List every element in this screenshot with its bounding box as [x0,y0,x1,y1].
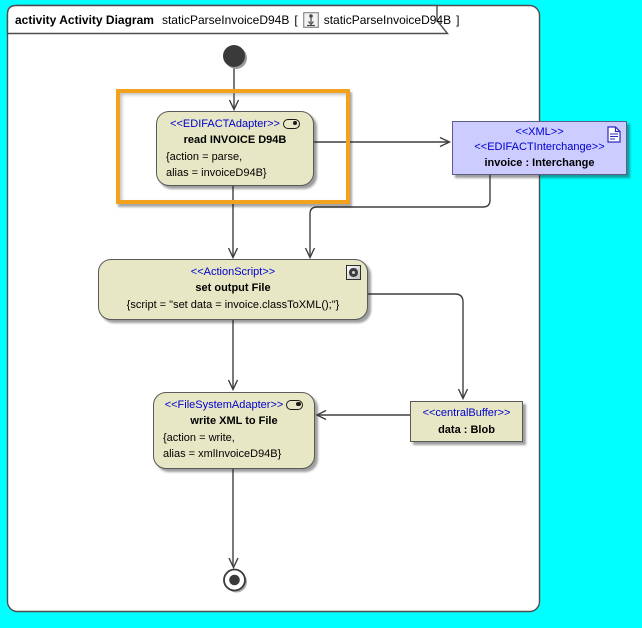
action-name: set output File [195,282,271,294]
adapter-pin-icon [286,400,304,410]
activity-diagram-icon [302,12,319,28]
activity-final-node[interactable] [223,568,247,593]
diagram-frame-title[interactable]: activity Activity Diagram staticParseInv… [15,9,459,31]
edge-set-output-to-write-xml[interactable] [227,320,239,392]
xml-document-icon [607,126,621,143]
edge-data-blob-to-write-xml[interactable] [315,409,410,421]
frame-title-keyword: activity Activity Diagram [15,13,154,27]
adapter-pin-icon [282,119,300,129]
frame-title-name: staticParseInvoiceD94B [161,13,290,27]
tagged-value: alias = invoiceD94B} [166,167,267,179]
selection-highlight[interactable] [116,89,350,204]
tagged-value: alias = xmlInvoiceD94B} [163,448,282,460]
action-read-invoice[interactable]: <<EDIFACTAdapter>> read INVOICE D94B {ac… [156,111,314,186]
object-name: invoice : Interchange [484,157,595,169]
buffer-name: data : Blob [438,424,495,436]
edge-write-xml-to-final[interactable] [228,469,239,570]
frame-title-ref: staticParseInvoiceD94B [323,13,452,27]
central-buffer-data-blob[interactable]: <<centralBuffer>> data : Blob [410,401,523,442]
stereotype-label: <<ActionScript>> [190,266,276,278]
frame-title-bracket-close: ] [456,13,460,27]
edge-initial-to-read-invoice[interactable] [228,67,240,112]
action-write-xml-to-file[interactable]: <<FileSystemAdapter>> write XML to File … [153,392,315,469]
stereotype-label: <<XML>> [515,126,564,138]
stereotype-label: <<centralBuffer>> [422,407,511,419]
edge-read-invoice-to-invoice-object[interactable] [314,136,452,148]
gear-icon [346,265,361,280]
edge-set-output-to-data-blob[interactable] [368,293,469,401]
tagged-value: {action = write, [163,432,235,444]
stereotype-label: <<FileSystemAdapter>> [164,399,284,411]
tagged-value: {script = "set data = invoice.classToXML… [126,299,340,311]
object-node-invoice[interactable]: <<XML>> <<EDIFACTInterchange>> invoice :… [452,121,627,175]
stereotype-label: <<EDIFACTAdapter>> [170,118,280,130]
tagged-value: {action = parse, [166,151,243,163]
stereotype-label: <<EDIFACTInterchange>> [474,141,605,153]
diagram-frame-tab[interactable] [6,4,449,35]
initial-node[interactable] [223,45,247,69]
action-name: read INVOICE D94B [183,134,287,146]
action-set-output-file[interactable]: <<ActionScript>> set output File {script… [98,259,368,320]
frame-title-bracket-open: [ [294,13,298,27]
edge-invoice-object-to-set-output[interactable] [304,175,491,260]
edge-read-invoice-to-set-output[interactable] [227,186,239,260]
action-name: write XML to File [190,415,278,427]
